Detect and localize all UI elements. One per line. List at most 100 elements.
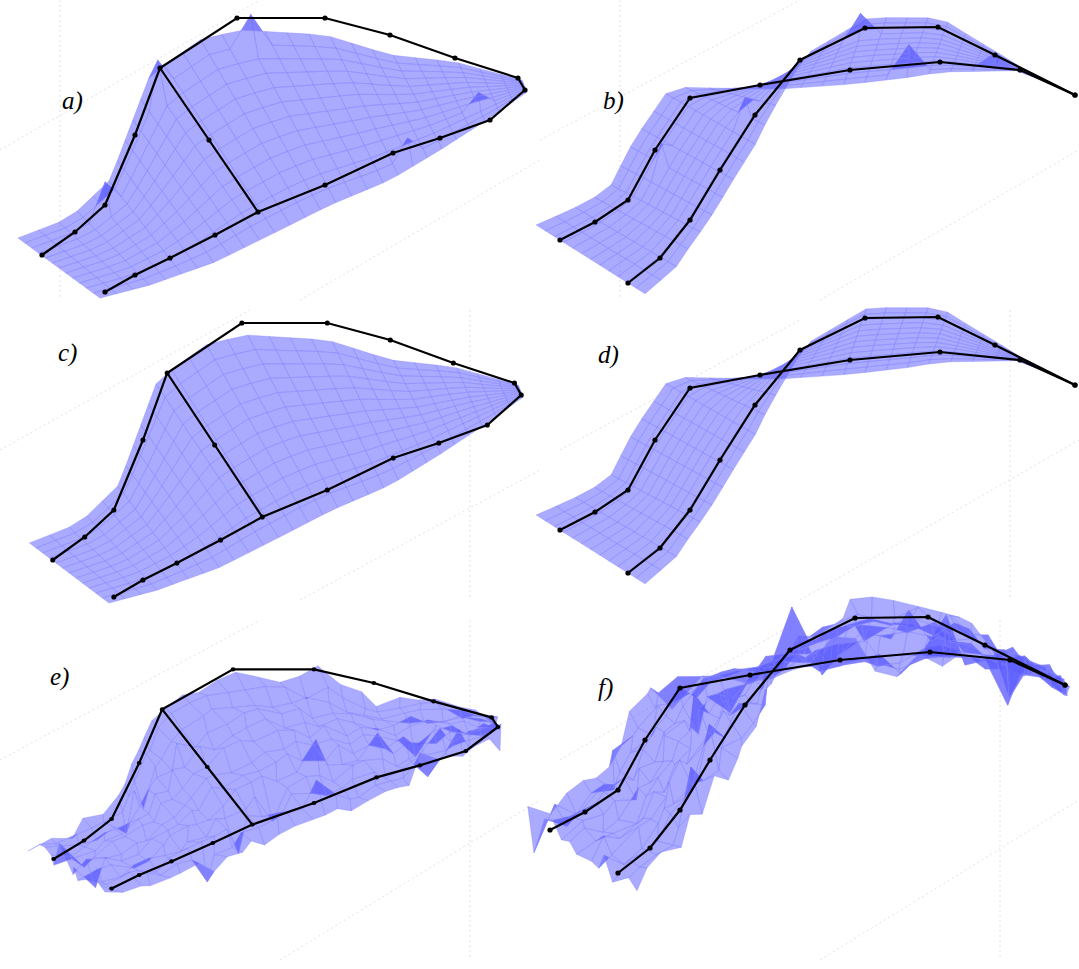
- mesh-facet: [143, 822, 162, 841]
- control-point: [218, 537, 223, 542]
- guide-line: [470, 310, 471, 600]
- mesh-facet: [881, 28, 904, 34]
- control-point: [487, 117, 492, 122]
- control-point: [992, 52, 997, 57]
- mesh-facet: [864, 18, 886, 25]
- mesh-facet: [28, 838, 56, 851]
- mesh-facet: [415, 363, 439, 371]
- control-point: [592, 509, 597, 514]
- mesh-facet: [748, 122, 765, 145]
- mesh-facet: [405, 383, 428, 391]
- control-point: [132, 272, 137, 277]
- control-point: [82, 839, 87, 843]
- mesh-facet: [930, 65, 953, 69]
- control-point: [1072, 382, 1077, 387]
- mesh-facet: [902, 318, 925, 324]
- mesh-facet: [930, 355, 953, 359]
- mesh-facet: [311, 339, 337, 353]
- control-point: [325, 487, 330, 492]
- mesh-facet: [885, 18, 908, 23]
- control-point: [515, 75, 520, 80]
- surface-panel: [28, 666, 501, 892]
- guide-line: [0, 310, 250, 450]
- control-polygon: [105, 90, 525, 292]
- mesh-facet: [393, 360, 417, 369]
- guide-line: [820, 150, 1079, 300]
- mesh-facet: [864, 308, 886, 315]
- control-point: [50, 557, 55, 562]
- guide-line: [560, 320, 800, 450]
- control-point: [374, 775, 379, 779]
- guide-line: [300, 470, 540, 600]
- control-point: [160, 707, 165, 711]
- mesh-facet: [437, 60, 461, 68]
- mesh-facet: [668, 535, 688, 557]
- control-point: [312, 801, 317, 805]
- mesh-facet: [916, 338, 938, 343]
- mesh-facet: [278, 730, 296, 749]
- mesh-facet: [748, 412, 765, 435]
- control-point: [167, 255, 172, 260]
- control-point: [625, 280, 630, 285]
- guide-line: [0, 0, 260, 150]
- control-point: [625, 197, 630, 202]
- control-point: [137, 761, 142, 765]
- mesh-facet: [309, 34, 336, 48]
- mesh-facet: [52, 834, 77, 843]
- control-point: [431, 699, 436, 703]
- control-point: [111, 507, 116, 512]
- control-point: [205, 765, 210, 769]
- mesh-facet: [737, 430, 756, 452]
- control-point: [687, 217, 692, 222]
- control-point: [140, 437, 145, 442]
- control-point: [212, 442, 217, 447]
- mesh-facet: [656, 845, 681, 855]
- mesh-facet: [726, 448, 745, 470]
- mesh-facet: [693, 501, 712, 522]
- guide-line: [280, 800, 540, 960]
- guide-line: [820, 800, 1079, 960]
- mesh-facet: [737, 140, 756, 162]
- control-point: [496, 725, 501, 729]
- control-point: [388, 337, 393, 342]
- control-point: [592, 219, 597, 224]
- control-point: [82, 534, 87, 539]
- control-point: [109, 817, 114, 821]
- mesh-facet: [420, 709, 443, 722]
- control-point: [687, 385, 692, 390]
- mesh-facet: [680, 518, 700, 539]
- mesh-facet: [879, 33, 902, 39]
- control-point: [72, 229, 77, 234]
- control-polygon: [628, 317, 1075, 573]
- control-point: [752, 112, 757, 117]
- control-point: [757, 372, 762, 377]
- control-point: [165, 370, 170, 375]
- control-point: [391, 455, 396, 460]
- control-point: [39, 252, 44, 257]
- control-point: [255, 209, 260, 214]
- mesh-facet: [715, 465, 733, 487]
- control-point: [212, 232, 217, 237]
- surface-panel: [536, 13, 1077, 293]
- control-point: [557, 237, 562, 242]
- mesh-facet: [655, 732, 664, 762]
- control-point: [1017, 357, 1022, 362]
- control-point: [137, 873, 142, 877]
- control-point: [1072, 382, 1077, 387]
- control-point: [1072, 92, 1077, 97]
- control-point: [371, 681, 376, 685]
- control-point: [652, 437, 657, 442]
- control-point: [1017, 67, 1022, 72]
- mesh-facet: [905, 308, 927, 313]
- mesh-facet: [905, 18, 927, 23]
- control-point: [109, 887, 114, 891]
- mesh-facet: [361, 692, 377, 712]
- control-point: [657, 545, 662, 550]
- mesh-facet: [902, 28, 925, 34]
- mesh-facet: [436, 365, 459, 373]
- control-point: [417, 763, 422, 767]
- mesh-facet: [376, 697, 400, 712]
- surface-panel: [18, 15, 528, 298]
